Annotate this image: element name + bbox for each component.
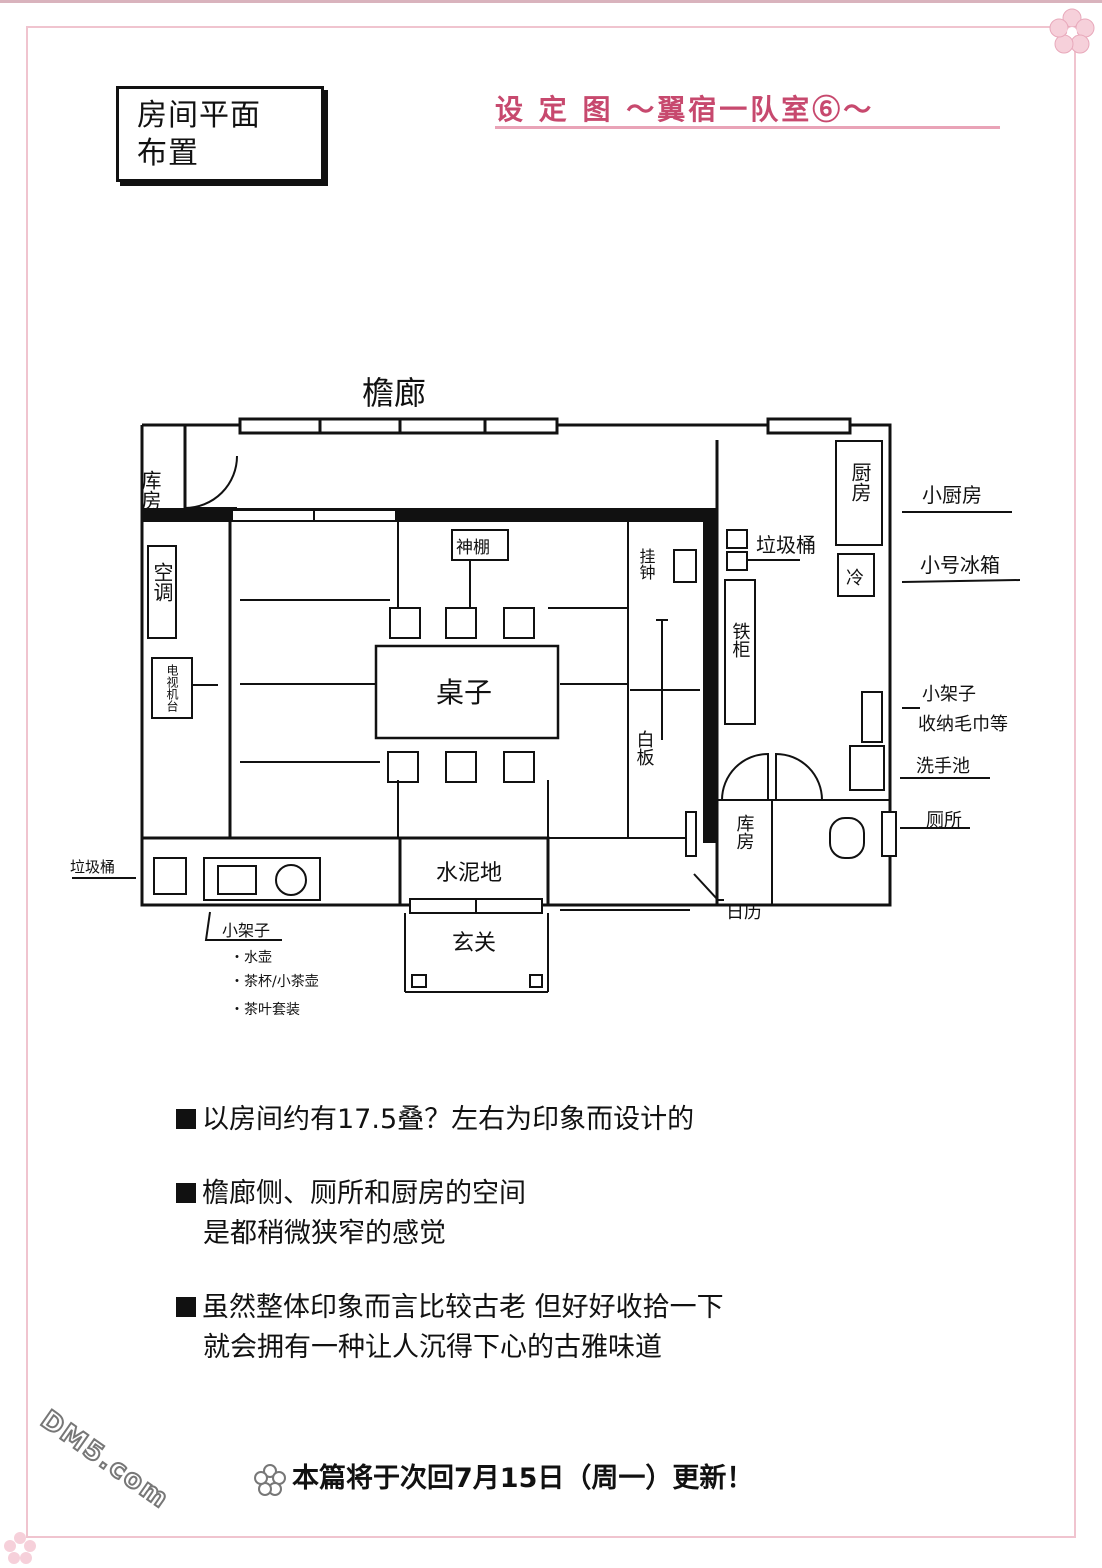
small-fridge-label: 小号冰箱 xyxy=(920,553,1000,577)
note-line: 檐廊侧、厕所和厨房的空间 xyxy=(202,1178,526,1209)
update-notice: 本篇将于次回7月15日（周一）更新！ xyxy=(292,1456,912,1496)
table-label: 桌子 xyxy=(436,676,492,709)
bullet-square-icon xyxy=(176,1297,196,1317)
update-notice-text: 本篇将于次回7月15日（周一）更新！ xyxy=(292,1463,754,1494)
note-item: 檐廊侧、厕所和厨房的空间 是都稍微狭窄的感觉 xyxy=(176,1174,916,1254)
note-line: 就会拥有一种让人沉得下心的古雅味道 xyxy=(203,1332,662,1363)
floor-plan: 檐廊 库房 厨房 冷 神棚 空调 电视机台 桌子 挂钟 白板 铁柜 库房 水泥地… xyxy=(70,374,1021,1018)
towel-shelf-label-1: 小架子 xyxy=(922,684,976,705)
clock-label: 挂钟 xyxy=(637,548,656,580)
section-title-box: 房间平面 布置 xyxy=(116,86,324,182)
note-line: 虽然整体印象而言比较古老 但好好收拾一下 xyxy=(202,1292,724,1323)
note-item: 以房间约有17.5叠？左右为印象而设计的 xyxy=(176,1100,916,1140)
fridge-symbol: 冷 xyxy=(846,568,864,589)
items-shelf-item: ・水壶 xyxy=(230,950,272,966)
sakura-top-right-icon xyxy=(1049,8,1095,54)
kitchen-trash-label: 垃圾桶 xyxy=(756,533,816,557)
bullet-square-icon xyxy=(176,1109,196,1129)
note-line: 是都稍微狭窄的感觉 xyxy=(203,1218,446,1249)
locker-label: 铁柜 xyxy=(730,622,751,658)
items-shelf-title: 小架子 xyxy=(222,921,270,940)
washbasin-label: 洗手池 xyxy=(916,756,970,777)
towel-shelf-label-2: 收纳毛巾等 xyxy=(918,714,1008,735)
concrete-floor-label: 水泥地 xyxy=(436,861,502,886)
bullet-square-icon xyxy=(176,1183,196,1203)
note-line: 以房间约有17.5叠？左右为印象而设计的 xyxy=(202,1104,695,1135)
tv-label: 电视机台 xyxy=(165,664,179,712)
note-item: 虽然整体印象而言比较古老 但好好收拾一下 就会拥有一种让人沉得下心的古雅味道 xyxy=(176,1288,916,1368)
sakura-bottom-left-icon xyxy=(4,1532,36,1564)
entrance-label: 玄关 xyxy=(452,931,496,956)
small-kitchen-label: 小厨房 xyxy=(922,483,982,507)
toilet-label: 厕所 xyxy=(926,810,962,831)
page-frame xyxy=(26,26,1076,1538)
section-title-line2: 布置 xyxy=(137,136,199,171)
design-notes: 以房间约有17.5叠？左右为印象而设计的 檐廊侧、厕所和厨房的空间 是都稍微狭窄… xyxy=(176,1100,916,1390)
corridor-label: 檐廊 xyxy=(362,374,426,412)
flower-icon xyxy=(254,1464,286,1496)
top-border xyxy=(0,0,1102,3)
shrine-label: 神棚 xyxy=(456,538,490,558)
section-title-line1: 房间平面 xyxy=(137,98,261,133)
items-shelf-item: ・茶杯/小茶壶 xyxy=(230,974,319,990)
calendar-label: 日历 xyxy=(726,902,762,923)
storage-top-label: 库房 xyxy=(138,470,162,510)
series-title-underline xyxy=(495,126,1000,129)
storage-bottom-label: 库房 xyxy=(734,814,755,850)
series-title: 设 定 图 ～翼宿一队室⑥～ xyxy=(495,93,875,126)
aircon-label: 空调 xyxy=(150,562,174,602)
left-trash-label: 垃圾桶 xyxy=(70,858,115,876)
items-shelf-item: ・茶叶套装 xyxy=(230,1002,300,1018)
whiteboard-label: 白板 xyxy=(634,730,655,766)
kitchen-label: 厨房 xyxy=(848,462,872,502)
